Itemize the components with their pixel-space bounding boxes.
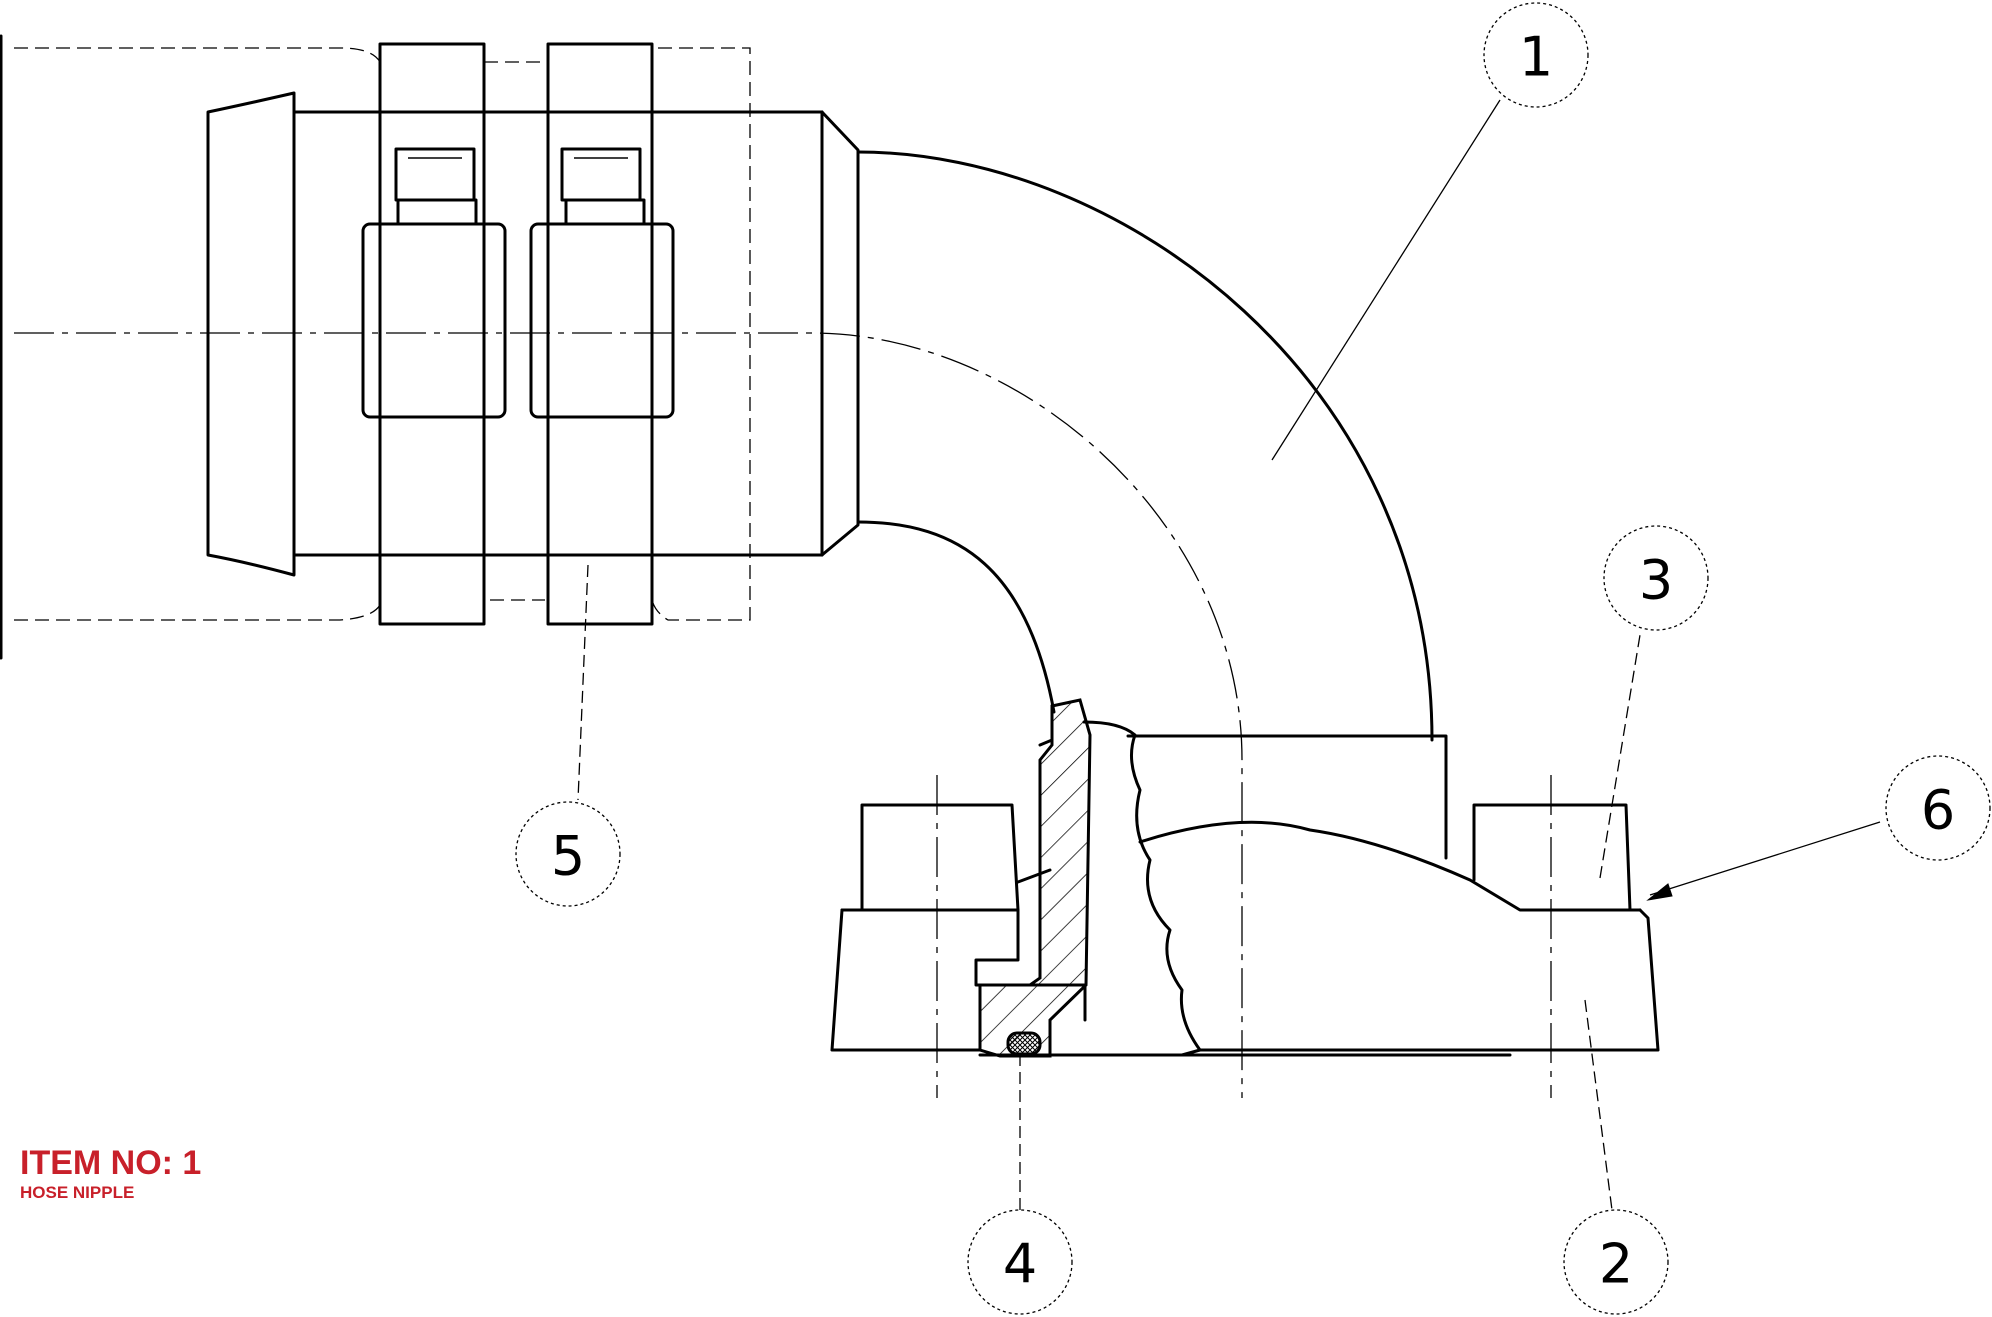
balloon-6: 6 [1885,755,1991,861]
balloon-4-label: 4 [1003,1233,1037,1296]
centerlines [14,332,1552,1098]
elbow-bend [856,150,1434,742]
flange-assembly [830,720,1660,1057]
part-name: HOSE NIPPLE [20,1183,135,1202]
balloon-2: 2 [1563,1209,1669,1315]
hose-clamp-left [361,42,507,626]
balloon-5-label: 5 [551,825,585,888]
item-number: ITEM NO: 1 [20,1144,202,1182]
hose-tail-end [206,91,860,577]
balloon-6-label: 6 [1921,779,1955,842]
flange-section [978,698,1092,1058]
hose-clamp-right [529,42,675,626]
balloon-5: 5 [515,801,621,907]
balloon-1-label: 1 [1519,26,1553,89]
balloon-4: 4 [967,1209,1073,1315]
balloon-3-label: 3 [1639,549,1673,612]
balloon-3: 3 [1603,525,1709,631]
o-ring-seal [1006,1031,1042,1056]
title-block: ITEM NO: 1 HOSE NIPPLE [20,1146,201,1201]
balloon-1: 1 [1483,2,1589,108]
hose-phantom-outline [14,47,751,621]
balloon-2-label: 2 [1599,1233,1633,1296]
leader-lines [577,99,1881,1211]
